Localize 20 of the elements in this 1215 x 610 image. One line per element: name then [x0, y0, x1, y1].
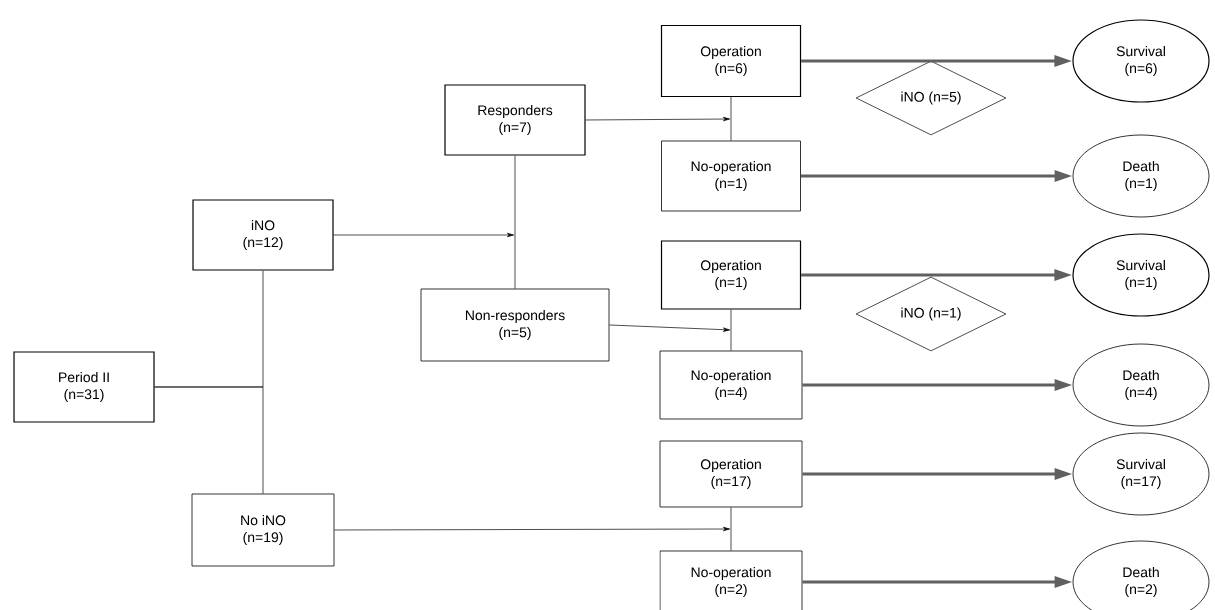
- connector-line: [730, 309, 732, 351]
- process-box: Operation (n=17): [659, 440, 803, 508]
- arrow: [334, 526, 731, 532]
- process-box: No-operation (n=4): [659, 350, 803, 420]
- arrow: [585, 116, 731, 122]
- process-box: Operation (n=6): [660, 24, 802, 98]
- process-box: Responders (n=7): [444, 84, 586, 156]
- process-box: iNO (n=12): [192, 199, 334, 271]
- process-box: Operation (n=1): [660, 240, 802, 310]
- arrow: [609, 324, 731, 332]
- process-box: No iNO (n=19): [191, 493, 335, 567]
- process-box: Non-responders (n=5): [420, 288, 610, 362]
- connector-line: [514, 155, 516, 289]
- process-box: No-operation (n=2): [659, 550, 803, 610]
- process-box: Period II (n=31): [13, 351, 155, 423]
- connector-line: [730, 507, 732, 551]
- connector-line: [154, 386, 264, 494]
- connector-line: [730, 96, 732, 141]
- arrow: [333, 232, 515, 238]
- process-box: No-operation (n=1): [661, 140, 801, 212]
